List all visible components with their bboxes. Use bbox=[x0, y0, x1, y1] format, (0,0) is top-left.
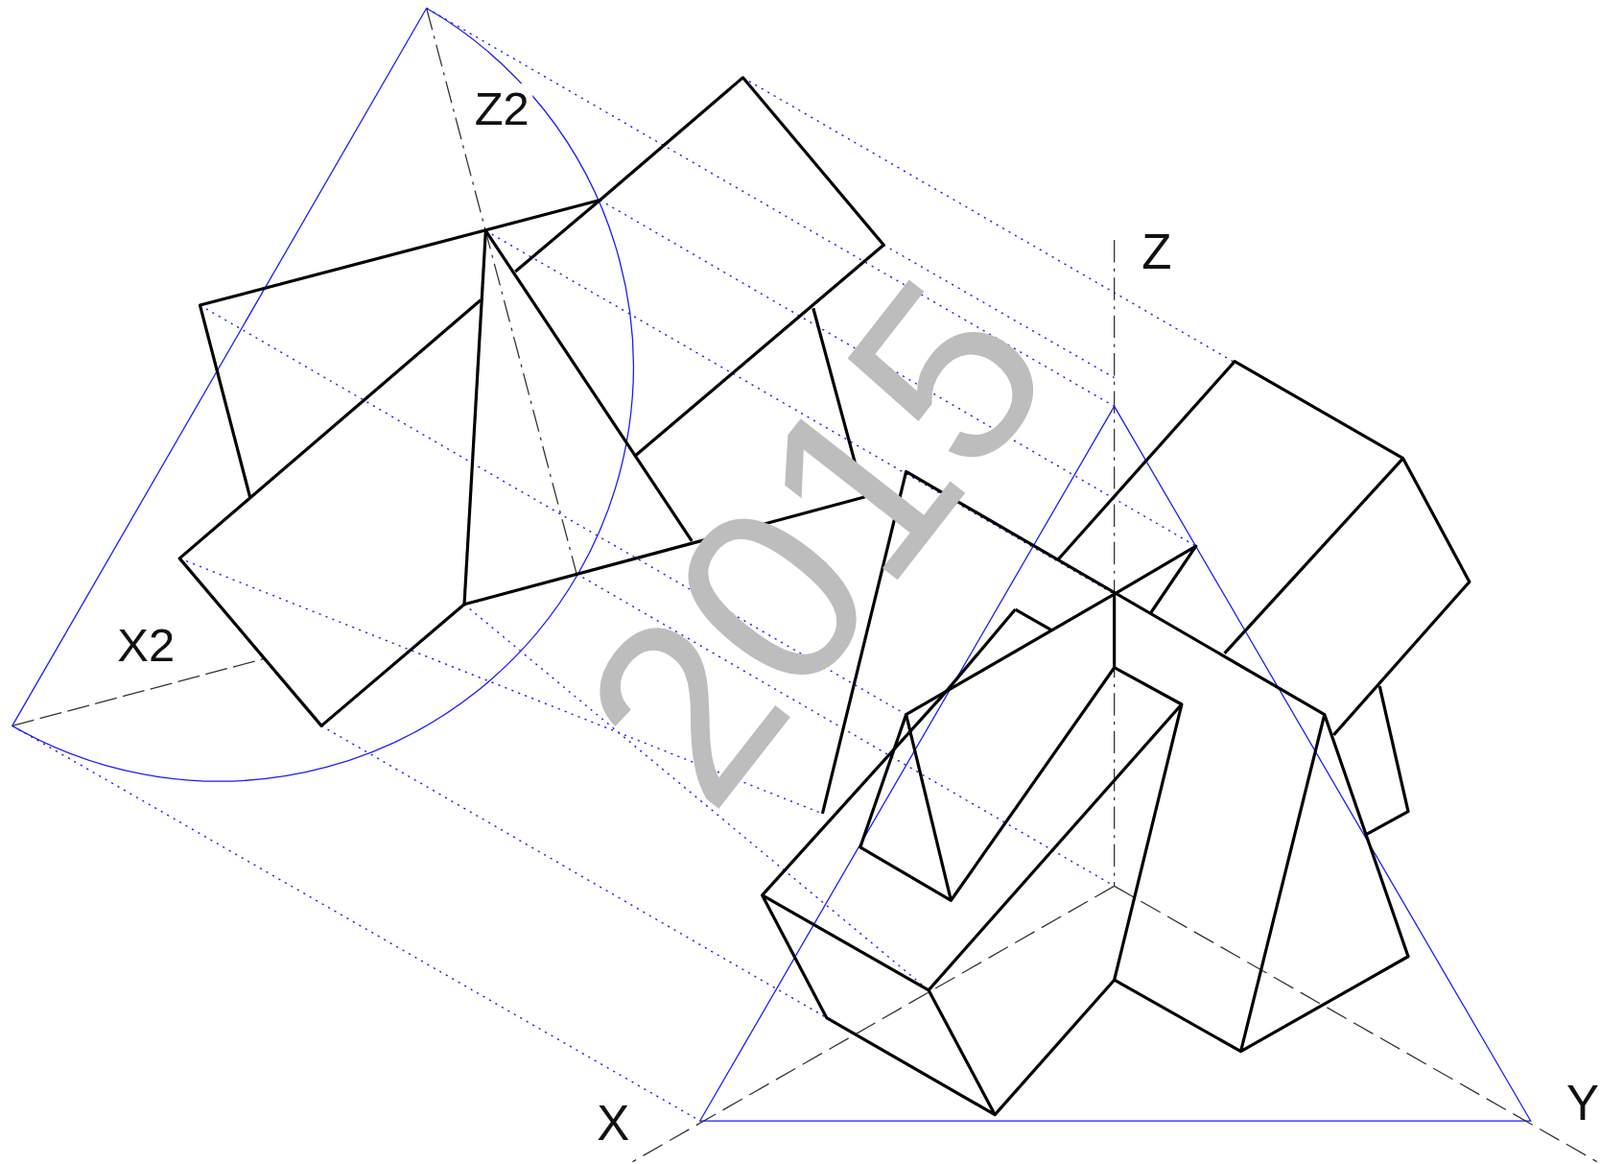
watermark: 2015 bbox=[541, 238, 1092, 844]
axis-label: X2 bbox=[114, 620, 178, 670]
axis-label: Z bbox=[1138, 226, 1176, 278]
axis-label: Z2 bbox=[470, 83, 532, 133]
construction-lines bbox=[12, 8, 1598, 1162]
axis-label: Y bbox=[1563, 1077, 1600, 1129]
axis-label: X bbox=[593, 1098, 633, 1150]
projection-lines bbox=[12, 8, 1235, 1122]
object-outline bbox=[179, 77, 1470, 1115]
